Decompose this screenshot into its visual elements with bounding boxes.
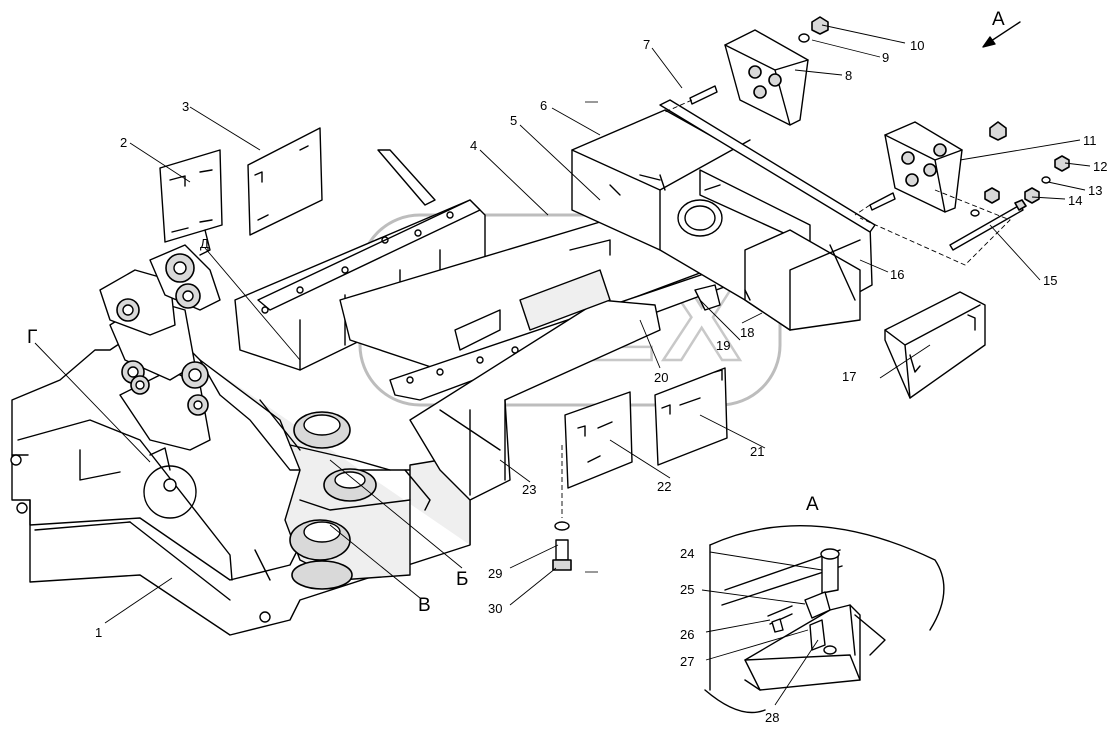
fasteners (664, 16, 1070, 266)
part-number: 17 (842, 369, 856, 384)
callout-v-label: В (418, 595, 431, 616)
callout-d-label: Д (200, 236, 209, 251)
part-number: 9 (882, 50, 889, 65)
part-number: 28 (765, 710, 779, 725)
side-cover (884, 291, 986, 399)
part-number: 10 (910, 38, 924, 53)
callout-g-circle (143, 465, 197, 519)
view-a-arrow-label: А (992, 9, 1005, 30)
counterweights (724, 29, 963, 213)
lift-arm-brackets (10, 244, 271, 623)
part-number: 29 (488, 566, 502, 581)
part-numbers: 1 2 3 4 5 6 7 8 9 10 11 12 13 14 15 16 1… (95, 37, 1107, 725)
part-number: 8 (845, 68, 852, 83)
part-number: 18 (740, 325, 754, 340)
part-number: 13 (1088, 183, 1102, 198)
part-number: 30 (488, 601, 502, 616)
part-number: 26 (680, 627, 694, 642)
part-number: 6 (540, 98, 547, 113)
part-number: 23 (522, 482, 536, 497)
part-number: 7 (643, 37, 650, 52)
callout-b-label: Б (456, 569, 468, 590)
cover-plates-bottom (564, 367, 728, 489)
part-number: 3 (182, 99, 189, 114)
part-number: 1 (95, 625, 102, 640)
bottom-bolt (552, 445, 572, 571)
view-a-arrowhead (982, 36, 996, 48)
leader-lines (34, 24, 1091, 706)
part-number: 15 (1043, 273, 1057, 288)
part-number: 25 (680, 582, 694, 597)
view-a-detail-label: А (806, 494, 819, 515)
part-number: 27 (680, 654, 694, 669)
part-number: 24 (680, 546, 694, 561)
part-number: 4 (470, 138, 477, 153)
pulley-assemblies (289, 411, 431, 590)
part-number: 14 (1068, 193, 1082, 208)
part-number: 5 (510, 113, 517, 128)
part-number: 12 (1093, 159, 1107, 174)
cover-plates-top (159, 127, 323, 256)
detail-view-a (704, 525, 945, 714)
part-number: 20 (654, 370, 668, 385)
part-number: 22 (657, 479, 671, 494)
part-number: 2 (120, 135, 127, 150)
rear-frame (571, 99, 876, 331)
part-number: 11 (1083, 133, 1097, 148)
part-number: 16 (890, 267, 904, 282)
callout-g-label: Г (27, 327, 37, 348)
part-number: 21 (750, 444, 764, 459)
part-number: 19 (716, 338, 730, 353)
